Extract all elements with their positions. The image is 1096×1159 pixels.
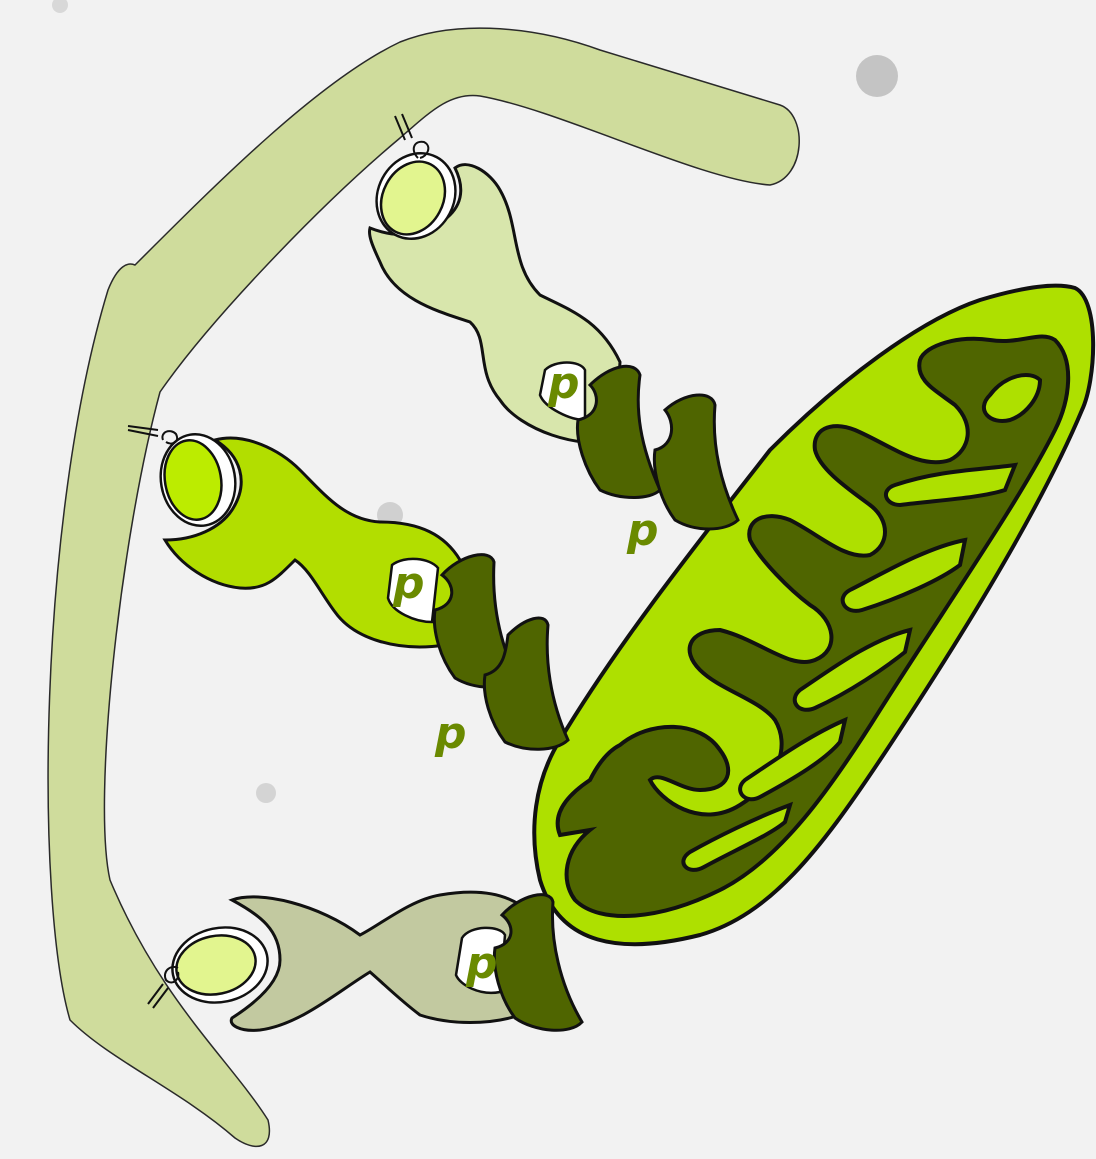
phosphate-label: p — [392, 558, 425, 609]
phosphate-label: p — [626, 505, 659, 556]
receptor-middle — [128, 426, 460, 647]
adaptor-protein — [654, 395, 738, 529]
speckle — [856, 55, 898, 97]
adaptor-protein — [577, 366, 660, 497]
receptor-top — [362, 114, 620, 443]
speckle — [52, 0, 68, 13]
phosphate-label: p — [434, 708, 467, 759]
speckle — [256, 783, 276, 803]
receptor-bottom — [148, 892, 520, 1030]
phosphate-label: p — [547, 358, 580, 409]
phosphate-label: p — [465, 938, 498, 989]
